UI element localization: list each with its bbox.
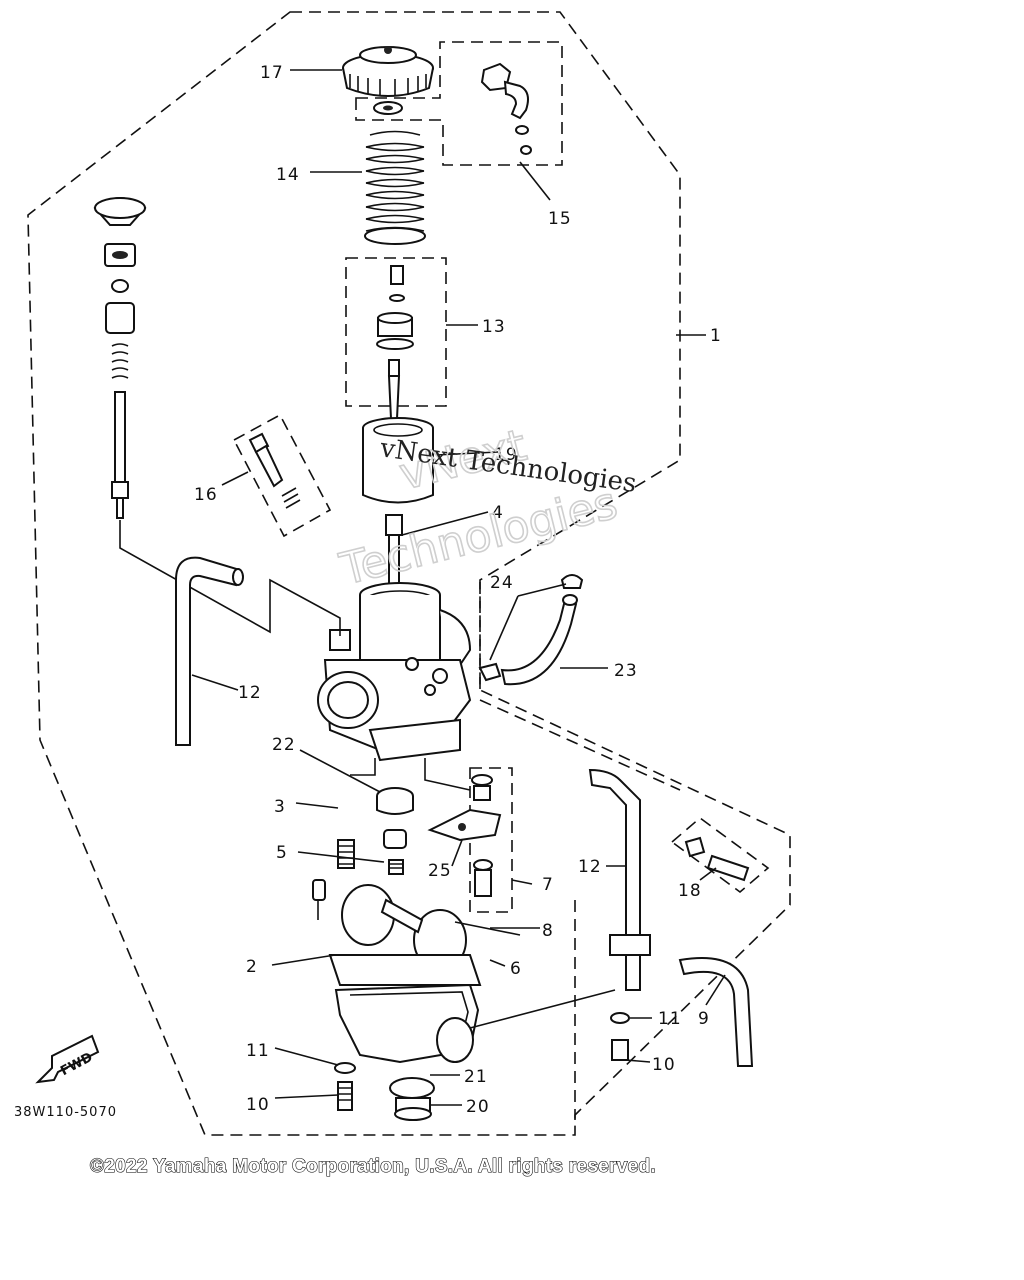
callout-11-left: 11 [246,1041,270,1061]
callout-7: 7 [542,875,554,895]
needle-jet [385,514,403,586]
copyright-notice: ©2022 Yamaha Motor Corporation, U.S.A. A… [90,1156,656,1177]
watermark: vNext Technologies [334,419,623,596]
cable-adjuster-fitting [480,62,532,155]
throttle-valve [362,417,434,504]
callout-23: 23 [614,661,638,681]
callout-10-left: 10 [246,1095,270,1115]
callout-6: 6 [510,959,522,979]
callout-3: 3 [274,797,286,817]
jet-needle-set [376,265,414,441]
starter-plunger-assembly [93,197,147,519]
callout-12-right: 12 [578,857,602,877]
main-jet-holder [376,787,414,875]
assembly-boundary [27,11,791,1136]
drain-hose [678,957,754,1067]
pilot-air-screw [248,432,301,509]
callout-14: 14 [276,165,300,185]
throttle-spring [364,130,426,245]
top-cap [342,46,434,97]
callout-12-left: 12 [238,683,262,703]
bowl-screw-left [334,1062,356,1111]
callout-11-right: 11 [658,1009,682,1029]
float-bowl [334,983,480,1064]
callout-17: 17 [260,63,284,83]
callout-2: 2 [246,957,258,977]
callout-8: 8 [542,921,554,941]
callout-19: 19 [494,445,518,465]
callout-25: 25 [428,861,452,881]
callout-18: 18 [678,881,702,901]
callout-9: 9 [698,1009,710,1029]
fwd-arrow-icon: FWD [35,1034,100,1084]
float-pin [454,921,521,936]
drain-plug [389,1077,435,1121]
float-bowl-gasket [328,954,482,986]
cap-washer [373,101,403,115]
callout-24: 24 [490,573,514,593]
throttle-stop-screw [684,836,750,882]
carburetor-body [317,582,472,762]
diagram-code: 38W110-5070 [14,1105,117,1120]
fuel-hose [478,574,584,686]
callout-5: 5 [276,843,288,863]
vent-tube-left [175,556,244,746]
callout-20: 20 [466,1097,490,1117]
callout-16: 16 [194,485,218,505]
callout-21: 21 [464,1067,488,1087]
callout-22: 22 [272,735,296,755]
float-valve-seat-group [427,774,502,897]
bowl-screw-right [610,1012,630,1061]
callout-10-right: 10 [652,1055,676,1075]
pilot-jet [337,839,355,869]
callout-4: 4 [492,503,504,523]
vent-tube-right [588,768,651,991]
callout-13: 13 [482,317,506,337]
callout-1: 1 [710,326,722,346]
callout-15: 15 [548,209,572,229]
